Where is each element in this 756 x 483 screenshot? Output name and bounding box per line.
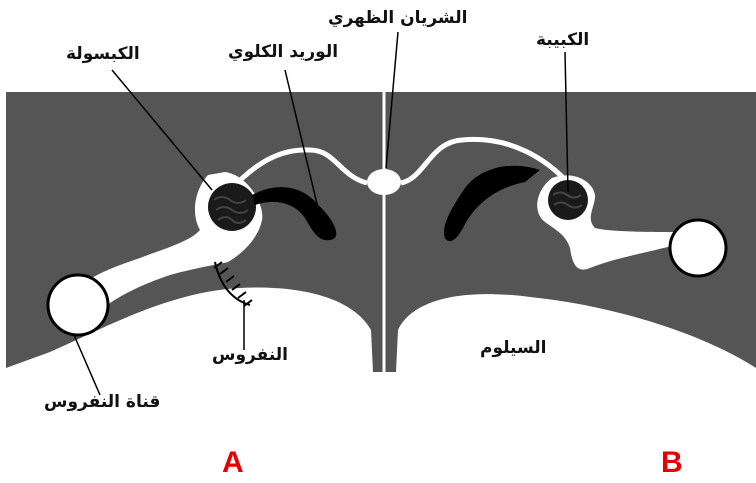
glomerulus-a xyxy=(208,183,256,231)
panel-label-b: B xyxy=(661,446,683,480)
label-coelom: السيلوم xyxy=(480,338,547,358)
label-capsule: الكبسولة xyxy=(66,44,140,64)
dorsal-aorta xyxy=(367,169,401,195)
label-nephrostome: النفروس xyxy=(212,345,288,365)
nephric-duct-b xyxy=(670,220,726,276)
panel-label-a: A xyxy=(222,446,244,480)
label-dorsal-artery: الشريان الظهري xyxy=(328,8,467,28)
label-glomerulus: الكبيبة xyxy=(536,30,589,50)
label-renal-vein: الوريد الكلوي xyxy=(228,42,338,62)
leader-nephric-duct xyxy=(74,335,100,395)
label-nephric-duct: قناة النفروس xyxy=(44,392,160,412)
nephric-duct-a xyxy=(48,275,108,335)
